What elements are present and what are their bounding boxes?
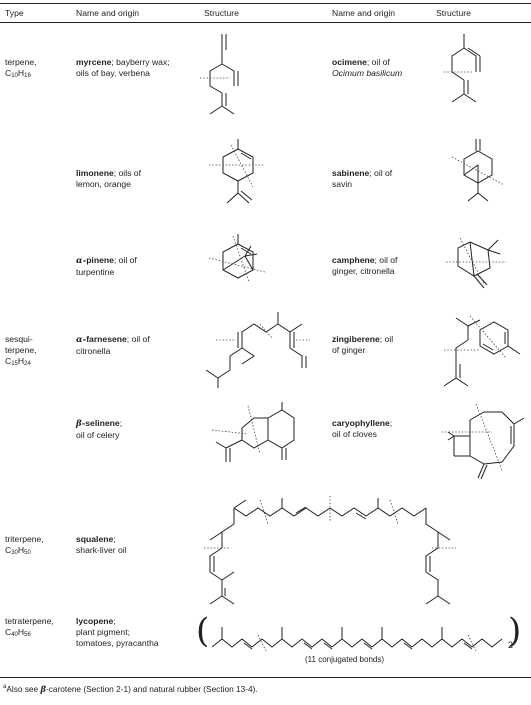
header-type: Type (5, 8, 24, 18)
type-triterpene: triterpene, C30H50 (5, 534, 44, 556)
lycopene-subscript: 2 (508, 640, 514, 650)
farnesene-label: α-farnesene; oil of citronella (76, 334, 150, 356)
limonene-structure (205, 137, 275, 217)
sabinene-structure (448, 137, 518, 217)
pinene-label: α-pinene; oil of turpentine (76, 255, 137, 277)
camphene-structure (440, 232, 520, 302)
type-tetraterpene: tetraterpene, C40H56 (5, 616, 54, 638)
ocimene-label: ocimene; oil of Ocimum basilicum (332, 57, 403, 78)
caryophyllene-label: caryophyllene; oil of cloves (332, 418, 393, 439)
type-terpene: terpene, C10H16 (5, 57, 37, 79)
header-structure-right: Structure (436, 8, 471, 18)
zingiberene-structure (440, 310, 530, 398)
header-rule (0, 22, 531, 23)
sabinene-label: sabinene; oil of savin (332, 168, 393, 189)
header-name-origin-right: Name and origin (332, 8, 396, 18)
squalene-label: squalene; shark-liver oil (76, 534, 127, 555)
pinene-structure (205, 232, 275, 302)
limonene-label: limonene; oils of lemon, orange (76, 168, 141, 189)
type-sesquiterpene: sesqui- terpene, C15H24 (5, 334, 37, 367)
footnote: aAlso see β-carotene (Section 2-1) and n… (3, 684, 258, 694)
myrcene-structure (200, 30, 270, 120)
header-name-origin-left: Name and origin (76, 8, 140, 18)
caryophyllene-structure (440, 398, 530, 492)
selinene-label: β-selinene; oil of celery (76, 418, 123, 440)
lycopene-left-paren: ( (196, 611, 210, 651)
myrcene-label: myrcene; bayberry wax; oils of bay, verb… (76, 57, 170, 78)
squalene-structure (200, 492, 460, 610)
header-structure-left: Structure (204, 8, 239, 18)
top-rule (0, 3, 531, 4)
lycopene-label: lycopene; plant pigment; tomatoes, pyrac… (76, 616, 159, 648)
ocimene-structure (444, 30, 504, 120)
lycopene-conjugation-note: (11 conjugated bonds) (305, 655, 385, 664)
zingiberene-label: zingiberene; oil of ginger (332, 334, 394, 355)
camphene-label: camphene; oil of ginger, citronella (332, 255, 398, 276)
farnesene-structure (202, 310, 322, 398)
bottom-rule (0, 677, 531, 678)
selinene-structure (202, 398, 302, 488)
lycopene-structure (208, 617, 508, 655)
lycopene-right-paren: ) (508, 611, 522, 651)
